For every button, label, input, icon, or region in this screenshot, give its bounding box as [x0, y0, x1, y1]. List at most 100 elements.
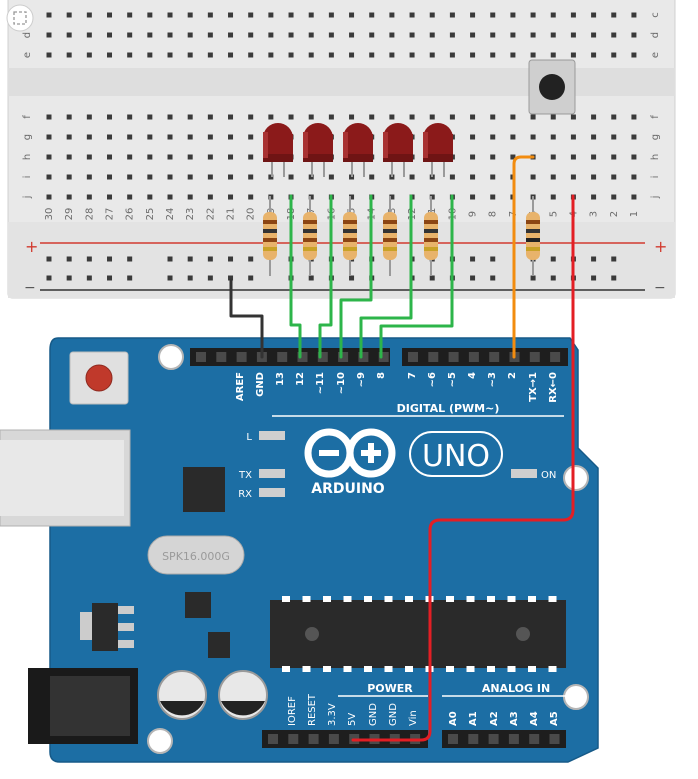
rail-hole — [127, 256, 133, 262]
breadboard-hole — [429, 32, 435, 38]
breadboard-hole — [288, 52, 294, 58]
breadboard-hole — [611, 194, 617, 200]
breadboard-hole — [46, 194, 52, 200]
breadboard-hole — [550, 12, 556, 18]
rail-hole — [86, 275, 92, 281]
column-number: 23 — [185, 208, 196, 221]
analog-pin-label: A5 — [549, 711, 560, 726]
red-led[interactable] — [383, 123, 413, 177]
power-rail-area — [8, 222, 675, 298]
red-led[interactable] — [423, 123, 453, 177]
breadboard-hole — [207, 114, 213, 120]
resistor[interactable] — [343, 196, 357, 276]
column-number: 1 — [629, 211, 640, 217]
column-number: 8 — [488, 211, 499, 217]
digital-label: DIGITAL (PWM~) — [397, 402, 500, 415]
digital-pin-label: 12 — [295, 372, 306, 386]
rail-hole — [591, 275, 597, 281]
pushbutton-cap[interactable] — [539, 74, 565, 100]
digital-header-right — [402, 348, 568, 366]
breadboard-hole — [530, 134, 536, 140]
column-number: 24 — [165, 208, 176, 221]
breadboard-hole — [127, 32, 133, 38]
column-number: 25 — [145, 208, 156, 221]
analog-pin-label: A1 — [468, 711, 479, 726]
breadboard-hole — [328, 32, 334, 38]
wire-led-pin11 — [318, 194, 333, 359]
rail-hole — [167, 275, 173, 281]
rail-hole — [308, 275, 314, 281]
breadboard-hole — [86, 194, 92, 200]
digital-pin-label: ~6 — [427, 372, 438, 387]
resistor[interactable] — [383, 196, 397, 276]
breadboard-hole — [490, 114, 496, 120]
row-label: f — [650, 115, 661, 119]
breadboard-hole — [107, 194, 113, 200]
breadboard-hole — [187, 32, 193, 38]
row-label: f — [22, 115, 33, 119]
small-chip — [185, 592, 211, 618]
uno-label: UNO — [422, 439, 490, 474]
resistor[interactable] — [263, 196, 277, 276]
wires — [229, 155, 575, 742]
power-pin-label: RESET — [307, 693, 318, 726]
pushbutton[interactable] — [528, 59, 576, 115]
breadboard-hole — [611, 174, 617, 180]
column-number: 5 — [548, 211, 559, 217]
digital-pin-label: 4 — [467, 372, 478, 379]
breadboard-hole — [248, 114, 254, 120]
digital-pin-label: ~3 — [487, 372, 498, 387]
breadboard-hole — [570, 114, 576, 120]
power-pin-label: IOREF — [287, 696, 298, 726]
breadboard-hole — [611, 114, 617, 120]
power-pin-label: GND — [368, 703, 379, 726]
red-led[interactable] — [303, 123, 333, 177]
resistor[interactable] — [424, 196, 438, 276]
resistor[interactable] — [526, 196, 540, 276]
breadboard-hole — [228, 154, 234, 160]
breadboard-hole — [248, 154, 254, 160]
digital-pin-label: ~5 — [447, 372, 458, 387]
fit-view-button[interactable] — [6, 4, 34, 32]
breadboard-hole — [611, 12, 617, 18]
red-led[interactable] — [263, 123, 293, 177]
rail-hole — [107, 275, 113, 281]
led-tx-label: TX — [238, 470, 252, 481]
rail-hole — [66, 275, 72, 281]
breadboard-hole — [530, 174, 536, 180]
breadboard-hole — [389, 12, 395, 18]
breadboard-hole — [288, 114, 294, 120]
column-number: 9 — [468, 211, 479, 217]
breadboard-hole — [86, 32, 92, 38]
rail-hole — [248, 275, 254, 281]
analog-label: ANALOG IN — [482, 682, 550, 695]
led-rx — [259, 488, 285, 497]
breadboard-hole — [470, 114, 476, 120]
breadboard-hole — [631, 32, 637, 38]
breadboard-hole — [409, 174, 415, 180]
breadboard-hole — [349, 12, 355, 18]
breadboard-hole — [66, 12, 72, 18]
reset-button[interactable] — [85, 364, 113, 392]
rail-plus-right: + — [654, 237, 667, 256]
red-led[interactable] — [343, 123, 373, 177]
resistor[interactable] — [303, 196, 317, 276]
breadboard-hole — [470, 194, 476, 200]
breadboard-hole — [510, 134, 516, 140]
breadboard-hole — [490, 52, 496, 58]
breadboard-hole — [167, 154, 173, 160]
breadboard-hole — [107, 154, 113, 160]
power-header — [262, 730, 428, 748]
breadboard-hole — [46, 154, 52, 160]
digital-pin-label: ~9 — [356, 372, 367, 387]
breadboard-hole — [86, 114, 92, 120]
rail-hole — [66, 256, 72, 262]
breadboard-hole — [228, 52, 234, 58]
breadboard-hole — [328, 52, 334, 58]
wire-5v-red — [351, 194, 575, 742]
breadboard-hole — [510, 52, 516, 58]
column-number: 3 — [589, 211, 600, 217]
breadboard-hole — [308, 12, 314, 18]
